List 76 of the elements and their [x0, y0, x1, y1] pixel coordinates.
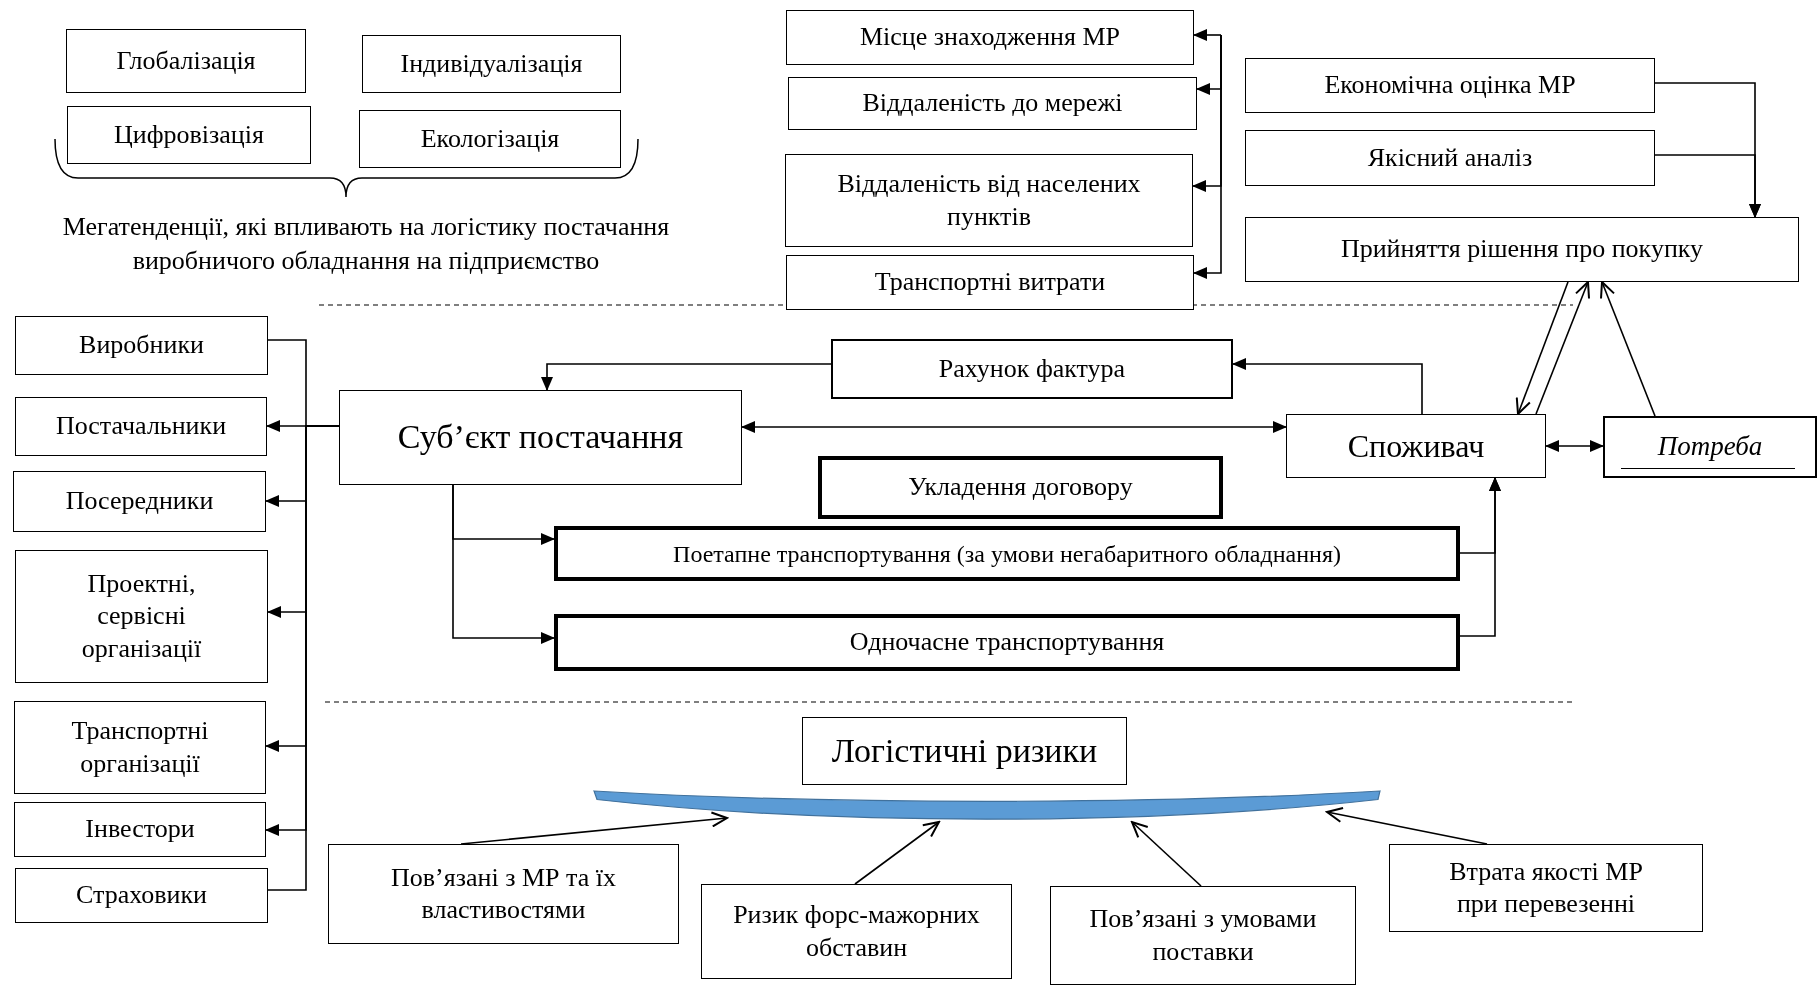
box-label: Ризик форс-мажорних обставин	[732, 899, 981, 964]
box-label: Прийняття рішення про покупку	[1340, 233, 1704, 266]
box-label: Екологізація	[420, 122, 560, 155]
process-box	[1603, 416, 1817, 478]
box-label: Постачальники	[55, 410, 227, 443]
process-box	[328, 844, 679, 944]
arrow	[1232, 358, 1423, 415]
arrow	[1193, 29, 1222, 41]
box-label: Пов’язані з умовами поставки	[1088, 903, 1318, 968]
process-box	[14, 701, 266, 794]
process-box	[1286, 414, 1546, 478]
arrow	[1600, 281, 1656, 417]
box-label: Логістичні ризики	[831, 730, 1098, 771]
process-box	[15, 868, 268, 923]
box-label: Пов’язані з МР та їх властивостями	[390, 861, 617, 926]
box-label: Індивідуалізація	[400, 47, 583, 80]
process-box	[785, 154, 1193, 247]
arrow	[1459, 477, 1501, 637]
box-label: Якісний аналіз	[1367, 141, 1533, 174]
process-box	[788, 77, 1197, 130]
box-label: Віддаленість від населених пунктів	[836, 168, 1142, 233]
box-label: Транспортні організації	[70, 715, 210, 780]
box-label: Виробники	[79, 329, 204, 362]
box-label: Втрата якості МР при перевезенні	[1448, 855, 1644, 920]
box-label: Поетапне транспортування (за умови негабаритного обладнання)	[673, 539, 1341, 569]
caption-text: Мегатенденції, які впливають на логістику постачання виробничого обладнання на підприємство	[61, 211, 671, 277]
box-label: Потреба	[1657, 430, 1763, 464]
process-box	[67, 106, 311, 164]
process-box	[13, 471, 266, 532]
box-label: Суб’єкт постачання	[397, 417, 684, 458]
box-label: Глобалізація	[116, 44, 256, 77]
arrow	[1654, 154, 1761, 218]
process-box	[362, 35, 621, 93]
arrow	[1326, 807, 1488, 845]
process-box	[802, 717, 1127, 785]
arrow	[452, 484, 555, 644]
process-box	[1245, 130, 1655, 186]
process-box	[1245, 217, 1799, 282]
box-label: Одночасне транспортування	[849, 626, 1165, 659]
process-box	[554, 526, 1460, 581]
box-label: Інвестори	[85, 813, 195, 846]
arrow	[1193, 34, 1222, 279]
process-box	[66, 29, 306, 93]
box-label: Укладення договору	[908, 471, 1133, 504]
process-box	[818, 456, 1223, 519]
arrow	[1131, 821, 1202, 887]
process-box	[1245, 58, 1655, 113]
process-box	[15, 316, 268, 375]
arrow	[741, 421, 1287, 433]
box-label: Місце знаходження МР	[859, 21, 1121, 54]
process-box	[701, 884, 1012, 979]
box-label: Рахунок фактура	[938, 352, 1126, 385]
process-box	[786, 10, 1194, 65]
box-label: Віддаленість до мережі	[862, 87, 1123, 120]
box-label: Економічна оцінка МР	[1324, 69, 1576, 102]
process-box	[339, 390, 742, 485]
process-box	[15, 397, 267, 456]
box-label: Посередники	[65, 485, 214, 518]
process-box	[831, 339, 1233, 399]
box-label: Споживач	[1347, 427, 1485, 466]
arrow	[541, 363, 832, 391]
process-box	[1050, 886, 1356, 985]
process-box	[15, 550, 268, 683]
arrow	[1545, 440, 1604, 452]
process-box	[1389, 844, 1703, 932]
process-box	[554, 614, 1460, 671]
arrow	[1515, 281, 1569, 415]
box-label: Проектні, сервісні організації	[80, 567, 203, 665]
box-label: Цифровізація	[114, 118, 264, 151]
arrow	[1535, 281, 1590, 415]
process-box	[786, 255, 1194, 310]
box-label: Транспортні витрати	[874, 266, 1106, 299]
process-box	[359, 110, 621, 168]
process-box	[14, 802, 266, 857]
arrow	[854, 821, 940, 885]
box-label: Страховики	[76, 879, 207, 912]
